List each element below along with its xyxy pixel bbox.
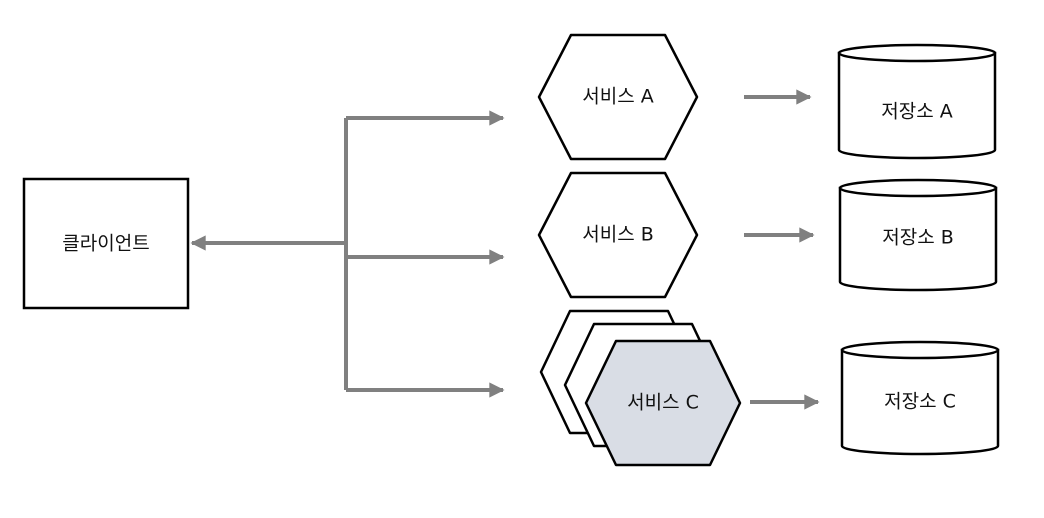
store-b-label: 저장소 B [882, 227, 954, 249]
store-c-node: 저장소 C [840, 340, 1000, 456]
client-node: 클라이언트 [22, 177, 190, 310]
service-c-stack: 서비스 C [539, 309, 742, 467]
service-c-node [584, 339, 742, 467]
service-b-node: 서비스 B [537, 171, 699, 299]
service-store-connectors [744, 89, 820, 410]
service-a-label: 서비스 A [582, 86, 653, 108]
client-service-connectors [190, 110, 505, 398]
store-c-label: 저장소 C [884, 391, 956, 413]
store-b-node: 저장소 B [838, 178, 998, 292]
service-c-label: 서비스 C [627, 392, 699, 414]
client-label: 클라이언트 [62, 233, 149, 255]
service-a-node: 서비스 A [537, 33, 699, 161]
store-a-label: 저장소 A [881, 101, 952, 123]
service-b-label: 서비스 B [582, 224, 654, 246]
store-a-node: 저장소 A [837, 43, 997, 160]
